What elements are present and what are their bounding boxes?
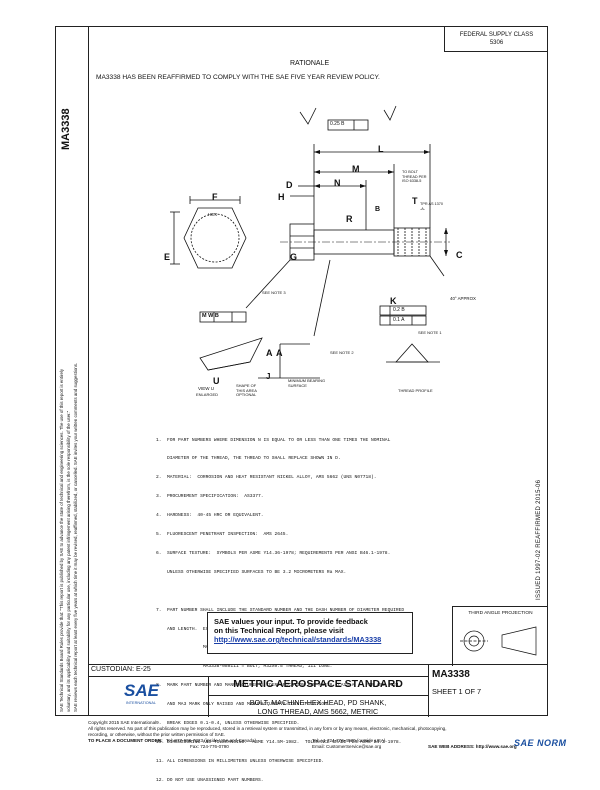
side-doc-id: MA3338 <box>60 108 72 150</box>
note-line: 9. BREAK EDGES 0.1-0.4, UNLESS OTHERWISE… <box>156 720 300 726</box>
custodian-label: CUSTODIAN: E-25 <box>91 666 151 673</box>
rationale-text: MA3338 HAS BEEN REAFFIRMED TO COMPLY WIT… <box>96 74 380 81</box>
feedback-line-2: on this Technical Report, please visit <box>214 626 344 635</box>
note-line: DIAMETER OF THE THREAD, THE THREAD TO SH… <box>156 456 341 462</box>
doc-title-1: BOLT, MACHINE-HEX HEAD, PD SHANK, <box>249 698 387 707</box>
frame-k1-text: 0.2 B <box>393 307 405 313</box>
federal-supply-class-box: FEDERAL SUPPLY CLASS 5306 <box>444 26 548 52</box>
general-notes: 1. FOR PART NUMBERS WHERE DIMENSION N IS… <box>156 425 496 790</box>
footer-email: Email: CustomerService@sae.org <box>312 744 382 749</box>
dim-a-2: A <box>276 348 283 358</box>
tpr-note: TPR AS 1370 -A- <box>420 202 444 211</box>
feedback-line-1: SAE values your input. To provide feedba… <box>214 617 368 626</box>
footer-rights: All rights reserved. No part of this pub… <box>88 726 447 731</box>
dim-l: L <box>378 144 384 154</box>
sheet-number: SHEET 1 OF 7 <box>432 687 482 696</box>
frame-top-text: 0.25 B <box>330 121 345 127</box>
standard-type: METRIC AEROSPACE STANDARD <box>233 678 403 690</box>
footer-order: TO PLACE A DOCUMENT ORDER: <box>88 738 163 743</box>
see-note-1: SEE NOTE 1 <box>418 330 442 335</box>
note-line <box>156 589 496 595</box>
dim-r: R <box>346 214 353 224</box>
dim-t: T <box>412 196 418 206</box>
bolt-technical-drawing <box>170 105 450 379</box>
dim-m: M <box>352 164 360 174</box>
view-u-sketch <box>199 337 263 371</box>
footer: Copyright 2015 SAE International All rig… <box>88 720 558 750</box>
dim-f: F <box>212 192 218 202</box>
note-line: MA3338-080111 = BOLT, M32X0.5 THREAD, 11… <box>156 664 333 670</box>
projection-symbol <box>460 626 537 656</box>
note-line: 1. FOR PART NUMBERS WHERE DIMENSION N IS… <box>156 437 391 443</box>
sae-logo-sub: INTERNATIONAL <box>125 701 157 705</box>
note-line: 5. FLUORESCENT PENETRANT INSPECTION: AMS… <box>156 532 289 538</box>
dim-g: G <box>290 252 298 262</box>
side-legal-text-3: SAE reviews each technical report at lea… <box>73 362 78 712</box>
note-line: 10. DIMENSIONING AND TOLERANCING: ASME Y… <box>156 739 402 745</box>
issue-reaffirm-dates: ISSUED 1997-02 REAFFIRMED 2015-06 <box>536 479 542 600</box>
rationale-title: RATIONALE <box>290 60 330 67</box>
thread-profile-label: THREAD PROFILE <box>398 388 433 393</box>
view-u-label: VIEW U <box>198 386 215 391</box>
thread-note: TO BOLT THREAD PER ISO 6338-5 <box>402 170 427 183</box>
dim-c: C <box>456 250 463 260</box>
doc-title-2: LONG THREAD, AMS 5662, METRIC <box>257 707 379 716</box>
title-block: CUSTODIAN: E-25 SAE INTERNATIONAL METRIC… <box>88 664 548 717</box>
sae-logo: SAE INTERNATIONAL <box>124 681 159 707</box>
note-line: 4. HARDNESS: 40-45 HRC OR EQUIVALENT. <box>156 513 264 519</box>
feedback-box: SAE values your input. To provide feedba… <box>207 612 413 654</box>
see-note-3: SEE NOTE 3 <box>262 290 286 295</box>
footer-web[interactable]: SAE WEB ADDRESS: http://www.sae.org <box>428 744 517 749</box>
frame-left-text: M W B <box>202 313 219 319</box>
note-line: 12. DO NOT USE UNASSIGNED PART NUMBERS. <box>156 777 264 783</box>
side-legal-text-1: SAE Technical Standards Board Rules prov… <box>59 368 64 712</box>
doc-number: MA3338 <box>432 669 470 680</box>
see-note-2: SEE NOTE 2 <box>330 350 354 355</box>
footer-fax: Fax: 724-776-0790 <box>190 744 229 749</box>
drawing-frame <box>88 26 548 716</box>
fed-class-label: FEDERAL SUPPLY CLASS <box>459 32 534 38</box>
sae-logo-text: SAE <box>124 681 159 700</box>
sae-norm-watermark: SAE NORM <box>514 738 567 748</box>
hex-head-end-view <box>183 207 247 269</box>
dim-e: E <box>164 252 171 262</box>
projection-box: THIRD ANGLE PROJECTION <box>452 606 548 666</box>
fed-class-number: 5306 <box>489 40 504 46</box>
note-line: 7. PART NUMBER SHALL INCLUDE THE STANDAR… <box>156 607 405 613</box>
note-line: 6. SURFACE TEXTURE: SYMBOLS PER ASME Y14… <box>156 550 391 556</box>
feedback-link[interactable]: http://www.sae.org/technical/standards/M… <box>214 635 382 644</box>
footer-rights-2: recording, or otherwise, without the pri… <box>88 732 226 737</box>
projection-label: THIRD ANGLE PROJECTION <box>468 611 533 616</box>
note-line: UNLESS OTHERWISE SPECIFIED SURFACES TO B… <box>156 569 347 575</box>
dim-d: D <box>286 180 293 190</box>
shape-note: SHAPE OF THIS AREA OPTIONAL <box>236 383 257 398</box>
dim-h: H <box>278 192 285 202</box>
side-legal-text-2: voluntary, and its applicability and sui… <box>66 410 71 712</box>
footer-tel2: Tel: +1 724-776-4970 (outside USA) <box>312 738 386 743</box>
side-legal-strip <box>55 26 88 716</box>
dim-a: A <box>266 348 273 358</box>
dim-n: N <box>334 178 341 188</box>
frame-k2-text: 0.1 A <box>393 317 405 323</box>
note-line: 11. ALL DIMENSIONS IN MILLIMETERS UNLESS… <box>156 758 325 764</box>
footer-copyright: Copyright 2015 SAE International <box>88 720 157 725</box>
deg-note: 40° APPROX <box>450 296 476 301</box>
hex-label: HEX <box>208 212 218 217</box>
note-line: 8. MARK PART NUMBER AND MANUFACTURER'S I… <box>156 683 399 689</box>
bearing-note: MINIMUM BEARING SURFACE <box>288 378 326 388</box>
hex-head-circle <box>190 213 240 263</box>
dim-j: J <box>266 372 271 381</box>
footer-tel1: Tel: 877-606-7323 (inside USA and Canada… <box>166 738 257 743</box>
datum-b-label: B <box>375 206 381 213</box>
dim-u: U <box>213 376 220 386</box>
thread-profile-sketch <box>395 343 429 363</box>
note-line: 2. MATERIAL: CORROSION AND HEAT RESISTAN… <box>156 475 377 481</box>
dim-k: K <box>390 296 397 306</box>
note-line: 3. PROCUREMENT SPECIFICATION: AS3377. <box>156 494 264 500</box>
view-u-enlarged: ENLARGED <box>196 392 219 397</box>
